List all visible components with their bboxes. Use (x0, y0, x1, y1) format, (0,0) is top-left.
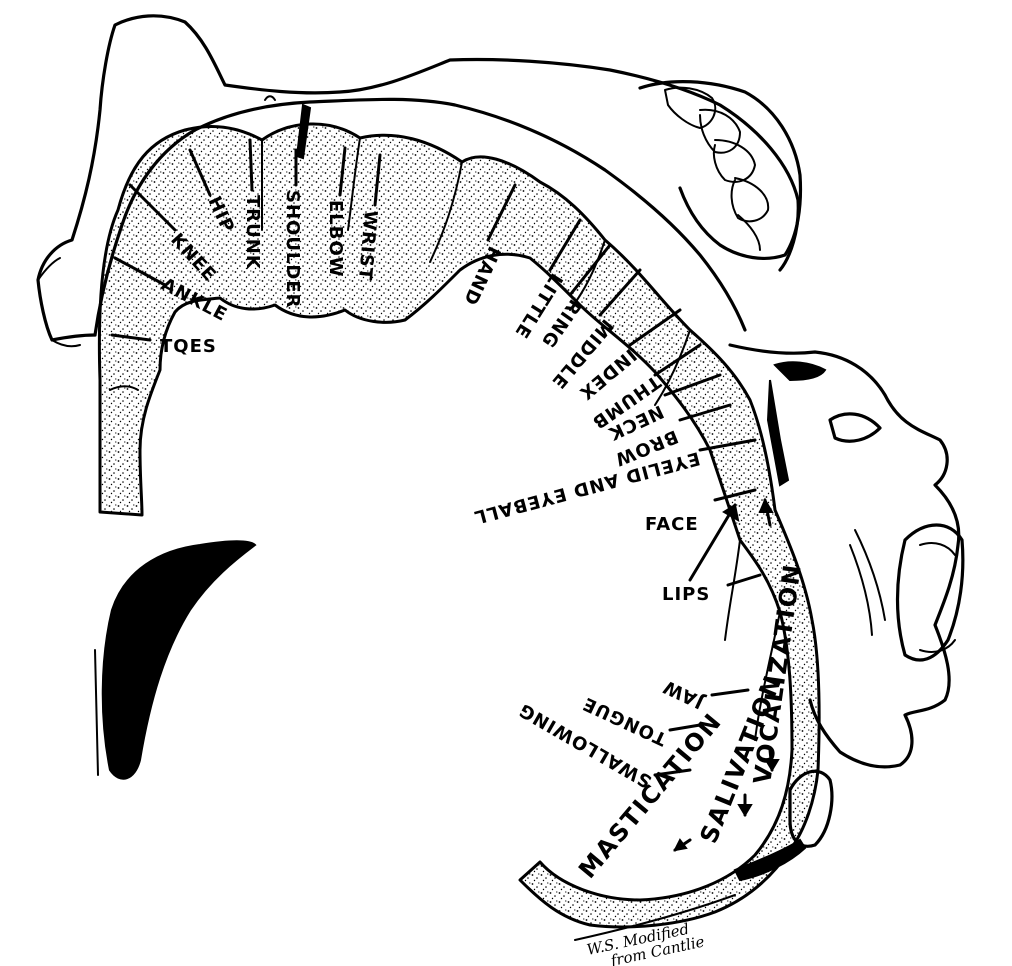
label-trunk: TRUNK (242, 195, 263, 270)
label-elbow: ELBOW (325, 200, 346, 278)
label-lips: LIPS (662, 584, 710, 605)
label-jaw: JAW (660, 675, 709, 713)
label-toes: TQES (160, 336, 217, 357)
label-shoulder: SHOULDER (282, 190, 303, 309)
face-figure (730, 345, 963, 880)
crescent-shape (95, 541, 255, 778)
label-face: FACE (645, 514, 699, 535)
